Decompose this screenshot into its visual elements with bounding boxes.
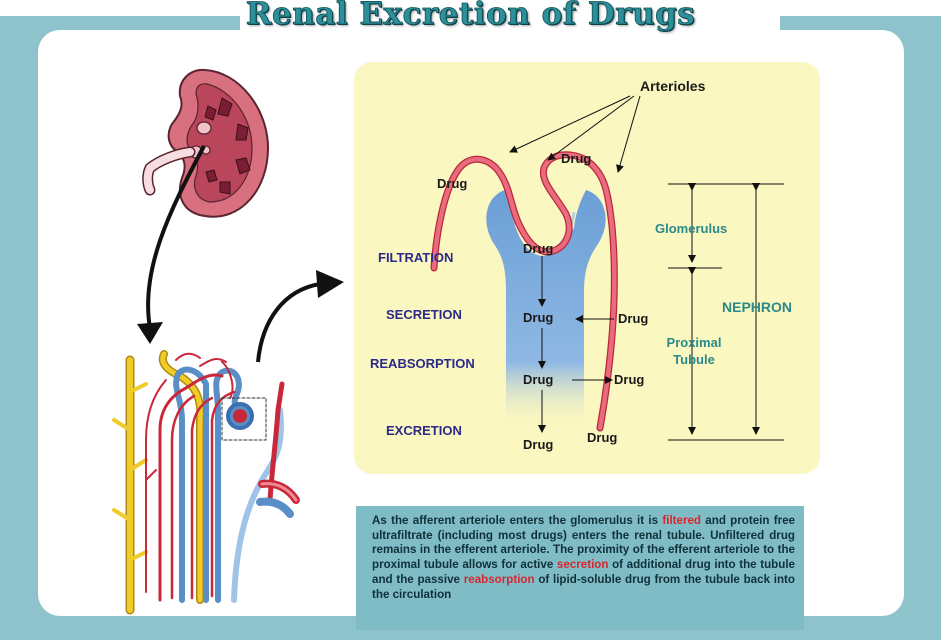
drug-label-arteriole-secretion: Drug — [618, 311, 649, 326]
zoom-arrow-down — [146, 145, 206, 329]
arterioles-label: Arterioles — [640, 78, 706, 94]
dimension-lines — [668, 183, 784, 441]
drug-label-tubule-secretion: Drug — [523, 310, 554, 325]
caption-highlight-reabsorption: reabsorption — [463, 572, 535, 586]
arteriole-pointers — [509, 95, 641, 173]
caption-text-2: and protein free ultrafiltrate (includin… — [372, 514, 795, 572]
arrowhead-up — [316, 270, 344, 298]
caption-text-4: of lipid-soluble drug from the tubule ba… — [372, 572, 795, 601]
nephron-sketch — [112, 350, 300, 615]
drug-label-excreted: Drug — [523, 437, 554, 452]
nephron-label: NEPHRON — [722, 299, 793, 315]
drug-label-afferent: Drug — [437, 176, 468, 191]
drug-label-efferent-bottom: Drug — [587, 430, 618, 445]
reabsorption-label: REABSORPTION — [370, 356, 475, 371]
drug-label-efferent-top: Drug — [561, 151, 592, 166]
glomerulus-label: Glomerulus — [655, 221, 728, 236]
caption-highlight-secretion: secretion — [556, 558, 609, 572]
zoom-arrow-up — [256, 282, 321, 363]
tubule — [486, 190, 606, 430]
caption-text-3: of additional drug into the tubule and t… — [372, 558, 795, 586]
filtration-label: FILTRATION — [378, 250, 454, 265]
excretion-label: EXCRETION — [386, 423, 462, 438]
nephron-panel — [354, 62, 820, 474]
kidney-illustration — [142, 68, 270, 218]
caption-highlight-filtered: filtered — [662, 514, 702, 527]
arrowhead-down — [137, 322, 163, 344]
drug-flow-arrows — [538, 256, 614, 433]
caption-box: As the afferent arteriole enters the glo… — [356, 506, 804, 630]
drug-label-glomerulus: Drug — [523, 241, 554, 256]
proximal-tubule-label: Proximal Tubule — [666, 335, 722, 367]
drug-label-tubule-reabsorption: Drug — [523, 372, 554, 387]
page-title: Renal Excretion of Drugs — [245, 0, 696, 32]
secretion-label: SECRETION — [386, 307, 462, 322]
caption-text-1: As the afferent arteriole enters the glo… — [372, 514, 663, 527]
title-band — [240, 0, 780, 34]
drug-label-reabsorbed: Drug — [614, 372, 645, 387]
